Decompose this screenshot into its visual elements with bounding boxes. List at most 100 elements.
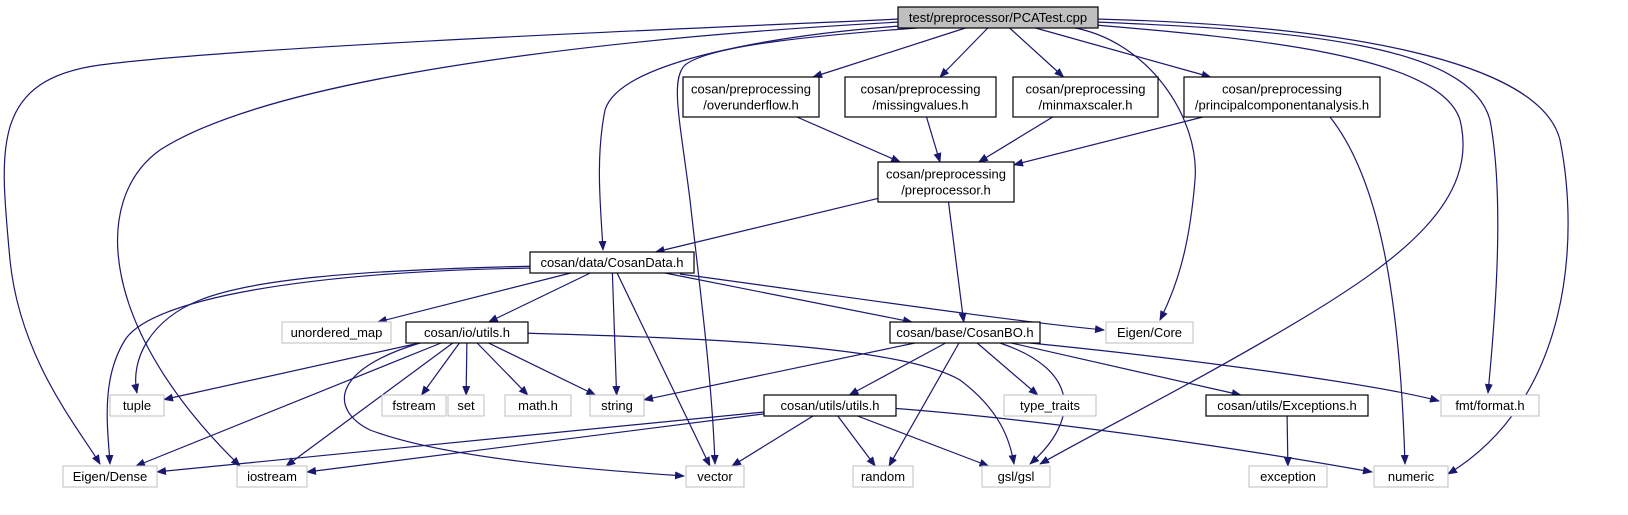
node-box xyxy=(589,394,645,417)
edge-utils_utils-to-iostream xyxy=(306,413,765,475)
node-label: math.h xyxy=(518,398,558,413)
node-box xyxy=(1012,76,1159,118)
edge-root-to-eigen_core xyxy=(1069,26,1196,321)
node-utils-utils[interactable]: cosan/utils/utils.h xyxy=(763,394,897,417)
edge-root-to-vector xyxy=(676,26,931,465)
node-label: /missingvalues.h xyxy=(872,98,968,113)
edge-cosanbo-to-string xyxy=(643,342,916,402)
node-label: cosan/preprocessing xyxy=(886,167,1006,182)
node-random: random xyxy=(852,465,914,488)
node-box xyxy=(529,251,695,274)
node-set: set xyxy=(447,394,485,417)
node-unordered-map: unordered_map xyxy=(281,321,392,344)
node-exception: exception xyxy=(1248,465,1328,488)
node-label: cosan/preprocessing xyxy=(861,82,981,97)
node-eigen-core: Eigen/Core xyxy=(1105,321,1194,344)
edge-io_utils-to-vector xyxy=(343,342,685,480)
node-label: Eigen/Dense xyxy=(73,469,147,484)
edge-cosanbo-to-fmt_format xyxy=(1029,342,1440,403)
node-label: cosan/io/utils.h xyxy=(424,325,510,340)
node-iostream: iostream xyxy=(236,465,308,488)
node-box xyxy=(685,465,745,488)
node-io-utils[interactable]: cosan/io/utils.h xyxy=(405,321,529,344)
node-box xyxy=(1105,321,1194,344)
edge-io_utils-to-tuple xyxy=(163,342,420,402)
edge-utils_utils-to-vector xyxy=(731,415,814,467)
node-label: cosan/preprocessing xyxy=(1026,82,1146,97)
node-box xyxy=(1248,465,1328,488)
edge-overunderflow-to-preprocessor xyxy=(796,116,902,163)
edge-root-to-cosandata xyxy=(598,25,901,251)
edge-root-to-minmaxscaler xyxy=(1009,27,1065,78)
node-cosandata[interactable]: cosan/data/CosanData.h xyxy=(529,251,695,274)
node-box xyxy=(1440,394,1540,417)
node-box xyxy=(405,321,529,344)
edge-root-to-gsl xyxy=(1039,24,1464,465)
node-cosanbo[interactable]: cosan/base/CosanBO.h xyxy=(889,321,1041,344)
node-vector: vector xyxy=(685,465,745,488)
node-box xyxy=(763,394,897,417)
edge-utils_utils-to-gsl xyxy=(857,415,990,467)
node-label: Eigen/Core xyxy=(1117,325,1182,340)
node-label: cosan/data/CosanData.h xyxy=(540,255,683,270)
node-box xyxy=(844,76,997,118)
node-preprocessor[interactable]: cosan/preprocessing/preprocessor.h xyxy=(877,161,1015,203)
edge-root-to-numeric xyxy=(1094,18,1569,475)
node-label: cosan/preprocessing xyxy=(1222,82,1342,97)
edge-root-to-missingvalues xyxy=(939,27,989,78)
edge-io_utils-to-string xyxy=(488,342,597,396)
edge-io_utils-to-iostream xyxy=(285,342,454,467)
node-exceptions[interactable]: cosan/utils/Exceptions.h xyxy=(1205,394,1369,417)
edge-root-to-eigen_dense xyxy=(3,18,901,465)
edge-cosandata-to-eigen_dense xyxy=(105,267,532,465)
edge-cosandata-to-string xyxy=(611,272,621,396)
edge-preprocessor-to-cosanbo xyxy=(947,201,967,323)
node-label: cosan/utils/utils.h xyxy=(781,398,880,413)
node-label: numeric xyxy=(1388,469,1435,484)
edge-cosanbo-to-random xyxy=(888,342,960,467)
node-box xyxy=(682,76,820,118)
node-gsl: gsl/gsl xyxy=(981,465,1051,488)
node-box xyxy=(447,394,485,417)
edge-pca-to-numeric xyxy=(1329,116,1409,465)
node-box xyxy=(281,321,392,344)
node-label: fmt/format.h xyxy=(1455,398,1524,413)
node-label: string xyxy=(601,398,633,413)
node-pca[interactable]: cosan/preprocessing/principalcomponentan… xyxy=(1183,76,1381,118)
edge-cosandata-to-tuple xyxy=(131,265,541,394)
node-label: /preprocessor.h xyxy=(901,183,991,198)
edge-cosanbo-to-exceptions xyxy=(1011,342,1242,397)
node-minmaxscaler[interactable]: cosan/preprocessing/minmaxscaler.h xyxy=(1012,76,1159,118)
node-fmt-format: fmt/format.h xyxy=(1440,394,1540,417)
edge-missingvalues-to-preprocessor xyxy=(925,116,942,163)
edge-io_utils-to-fstream xyxy=(421,342,460,396)
edge-utils_utils-to-numeric xyxy=(889,407,1373,475)
node-root[interactable]: test/preprocessor/PCATest.cpp xyxy=(897,6,1099,29)
node-label: cosan/preprocessing xyxy=(691,82,811,97)
node-fstream: fstream xyxy=(381,394,447,417)
edge-cosanbo-to-utils_utils xyxy=(848,342,946,396)
edge-cosanbo-to-type_traits xyxy=(976,342,1039,396)
edge-cosandata-to-io_utils xyxy=(487,272,591,323)
node-type-traits: type_traits xyxy=(1003,394,1097,417)
node-missingvalues[interactable]: cosan/preprocessing/missingvalues.h xyxy=(844,76,997,118)
node-box xyxy=(877,161,1015,203)
node-label: tuple xyxy=(123,398,151,413)
node-box xyxy=(504,394,572,417)
node-label: unordered_map xyxy=(291,325,383,340)
edge-utils_utils-to-eigen_dense xyxy=(156,411,765,475)
edge-root-to-iostream xyxy=(116,21,901,467)
node-label: set xyxy=(457,398,475,413)
edge-io_utils-to-gsl xyxy=(519,332,1017,465)
node-label: gsl/gsl xyxy=(998,469,1035,484)
edge-io_utils-to-set xyxy=(462,342,471,396)
edge-preprocessor-to-cosandata xyxy=(654,197,879,254)
node-tuple: tuple xyxy=(109,394,165,417)
node-label: type_traits xyxy=(1020,398,1080,413)
edge-utils_utils-to-random xyxy=(837,415,876,467)
node-overunderflow[interactable]: cosan/preprocessing/overunderflow.h xyxy=(682,76,820,118)
node-box xyxy=(236,465,308,488)
edge-root-to-overunderflow xyxy=(812,27,966,79)
node-box xyxy=(381,394,447,417)
edge-root-to-fmt_format xyxy=(1094,21,1499,394)
